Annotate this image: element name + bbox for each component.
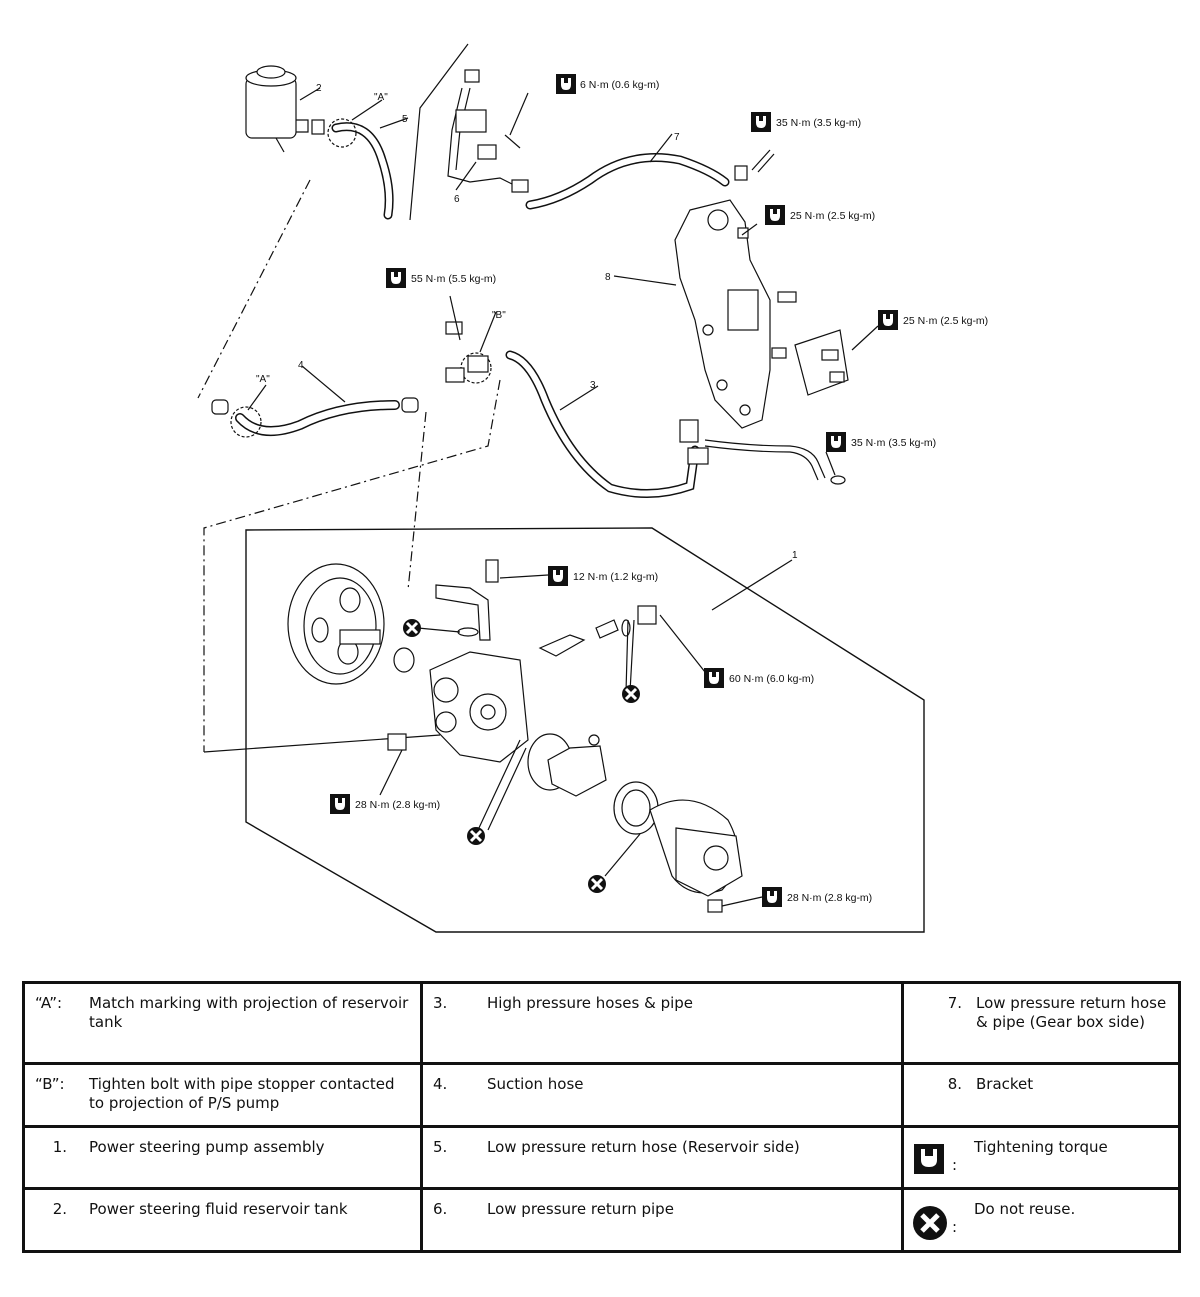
- legend-key: :: [952, 1155, 958, 1174]
- legend-key: “A”:: [35, 994, 63, 1012]
- callout-3: 3: [590, 380, 596, 391]
- legend-row: “B”: Tighten bolt with pipe stopper conta…: [22, 1061, 1181, 1128]
- callout-4: 4: [298, 360, 304, 371]
- svg-text:28 N·m (2.8 kg-m): 28 N·m (2.8 kg-m): [787, 892, 872, 904]
- pump-assembly-outline: [245, 527, 925, 933]
- legend-key: 1.: [52, 1137, 67, 1156]
- legend-key: 4.: [433, 1074, 448, 1093]
- torque-spec-1: 6 N·m (0.6 kg-m): [556, 74, 659, 94]
- do-not-reuse-icon: [620, 683, 642, 705]
- low-pressure-return-pipe: [447, 69, 529, 193]
- legend-key: “B”:: [35, 1074, 65, 1093]
- svg-text:60 N·m (6.0 kg-m): 60 N·m (6.0 kg-m): [729, 673, 814, 685]
- legend-text: Tighten bolt with pipe stopper contacted…: [89, 1074, 395, 1112]
- high-pressure-hose: [505, 350, 700, 498]
- torque-spec-6: 35 N·m (3.5 kg-m): [826, 432, 936, 452]
- svg-text:6 N·m (0.6 kg-m): 6 N·m (0.6 kg-m): [580, 79, 659, 91]
- legend-key: :: [952, 1218, 958, 1237]
- match-mark-a-lower: "A": [256, 374, 270, 385]
- low-pressure-return-hose: [331, 122, 394, 220]
- callout-1: 1: [792, 550, 798, 561]
- match-mark-b: "B": [492, 310, 506, 321]
- legend-row: 1. Power steering pump assembly 5. Low pre…: [22, 1124, 1181, 1191]
- callout-8: 8: [605, 272, 611, 283]
- legend-text: Tightening torque: [974, 1137, 1108, 1156]
- do-not-reuse-icon: [913, 1206, 947, 1241]
- do-not-reuse-icon: [401, 617, 423, 639]
- svg-text:12 N·m (1.2 kg-m): 12 N·m (1.2 kg-m): [573, 571, 658, 583]
- torque-spec-5: 25 N·m (2.5 kg-m): [878, 310, 988, 330]
- do-not-reuse-icon: [586, 873, 608, 895]
- svg-text:28 N·m (2.8 kg-m): 28 N·m (2.8 kg-m): [355, 799, 440, 811]
- legend-row: “A”: Match marking with projection of res…: [22, 981, 1181, 1065]
- legend-text: Low pressure return hose & pipe (Gear bo…: [976, 994, 1167, 1031]
- do-not-reuse-icon: [465, 825, 487, 847]
- torque-spec-7: 12 N·m (1.2 kg-m): [548, 566, 658, 586]
- callout-5: 5: [402, 114, 408, 125]
- legend-text: Low pressure return pipe: [487, 1200, 674, 1219]
- legend-key: 8.: [947, 1074, 962, 1093]
- exploded-parts-diagram: 6 N·m (0.6 kg-m) 35 N·m (3.5 kg-m) 25 N·…: [197, 43, 988, 933]
- callout-7: 7: [674, 132, 680, 143]
- legend-key: 5.: [433, 1137, 448, 1156]
- callout-6: 6: [454, 194, 460, 205]
- torque-wrench-icon: [914, 1143, 944, 1174]
- pump-body: [387, 559, 743, 913]
- legend-row: 2. Power steering fluid reservoir tank 6.…: [22, 1187, 1181, 1253]
- torque-spec-2: 35 N·m (3.5 kg-m): [751, 112, 861, 132]
- legend-text: Power steering fluid reservoir tank: [89, 1200, 348, 1219]
- legend-text: Low pressure return hose (Reservoir side…: [487, 1137, 800, 1156]
- legend-key: 3.: [433, 994, 448, 1012]
- torque-spec-3: 25 N·m (2.5 kg-m): [765, 205, 875, 225]
- bracket: [674, 199, 849, 429]
- torque-spec-9: 28 N·m (2.8 kg-m): [330, 794, 440, 814]
- legend-text: Do not reuse.: [974, 1200, 1076, 1219]
- legend-text: Power steering pump assembly: [89, 1137, 325, 1156]
- legend-key: 7.: [947, 994, 962, 1012]
- legend-table: “A”: Match marking with projection of res…: [22, 981, 1181, 1253]
- svg-text:35 N·m (3.5 kg-m): 35 N·m (3.5 kg-m): [851, 437, 936, 449]
- callout-2: 2: [316, 83, 322, 94]
- legend-text: Suction hose: [487, 1074, 584, 1093]
- legend-key: 6.: [433, 1200, 448, 1219]
- legend-text: Match marking with projection of reservo…: [89, 994, 409, 1031]
- svg-text:25 N·m (2.5 kg-m): 25 N·m (2.5 kg-m): [903, 315, 988, 327]
- reservoir-tank: [245, 65, 325, 153]
- torque-spec-10: 28 N·m (2.8 kg-m): [762, 887, 872, 907]
- pulley: [287, 563, 415, 685]
- torque-spec-4: 55 N·m (5.5 kg-m): [386, 268, 496, 288]
- svg-text:55 N·m (5.5 kg-m): 55 N·m (5.5 kg-m): [411, 273, 496, 285]
- legend-text: High pressure hoses & pipe: [487, 994, 694, 1012]
- legend-text: Bracket: [976, 1074, 1034, 1093]
- legend-key: 2.: [52, 1200, 67, 1219]
- svg-text:25 N·m (2.5 kg-m): 25 N·m (2.5 kg-m): [790, 210, 875, 222]
- match-mark-a-upper: "A": [374, 92, 388, 103]
- svg-text:35 N·m (3.5 kg-m): 35 N·m (3.5 kg-m): [776, 117, 861, 129]
- torque-spec-8: 60 N·m (6.0 kg-m): [704, 668, 814, 688]
